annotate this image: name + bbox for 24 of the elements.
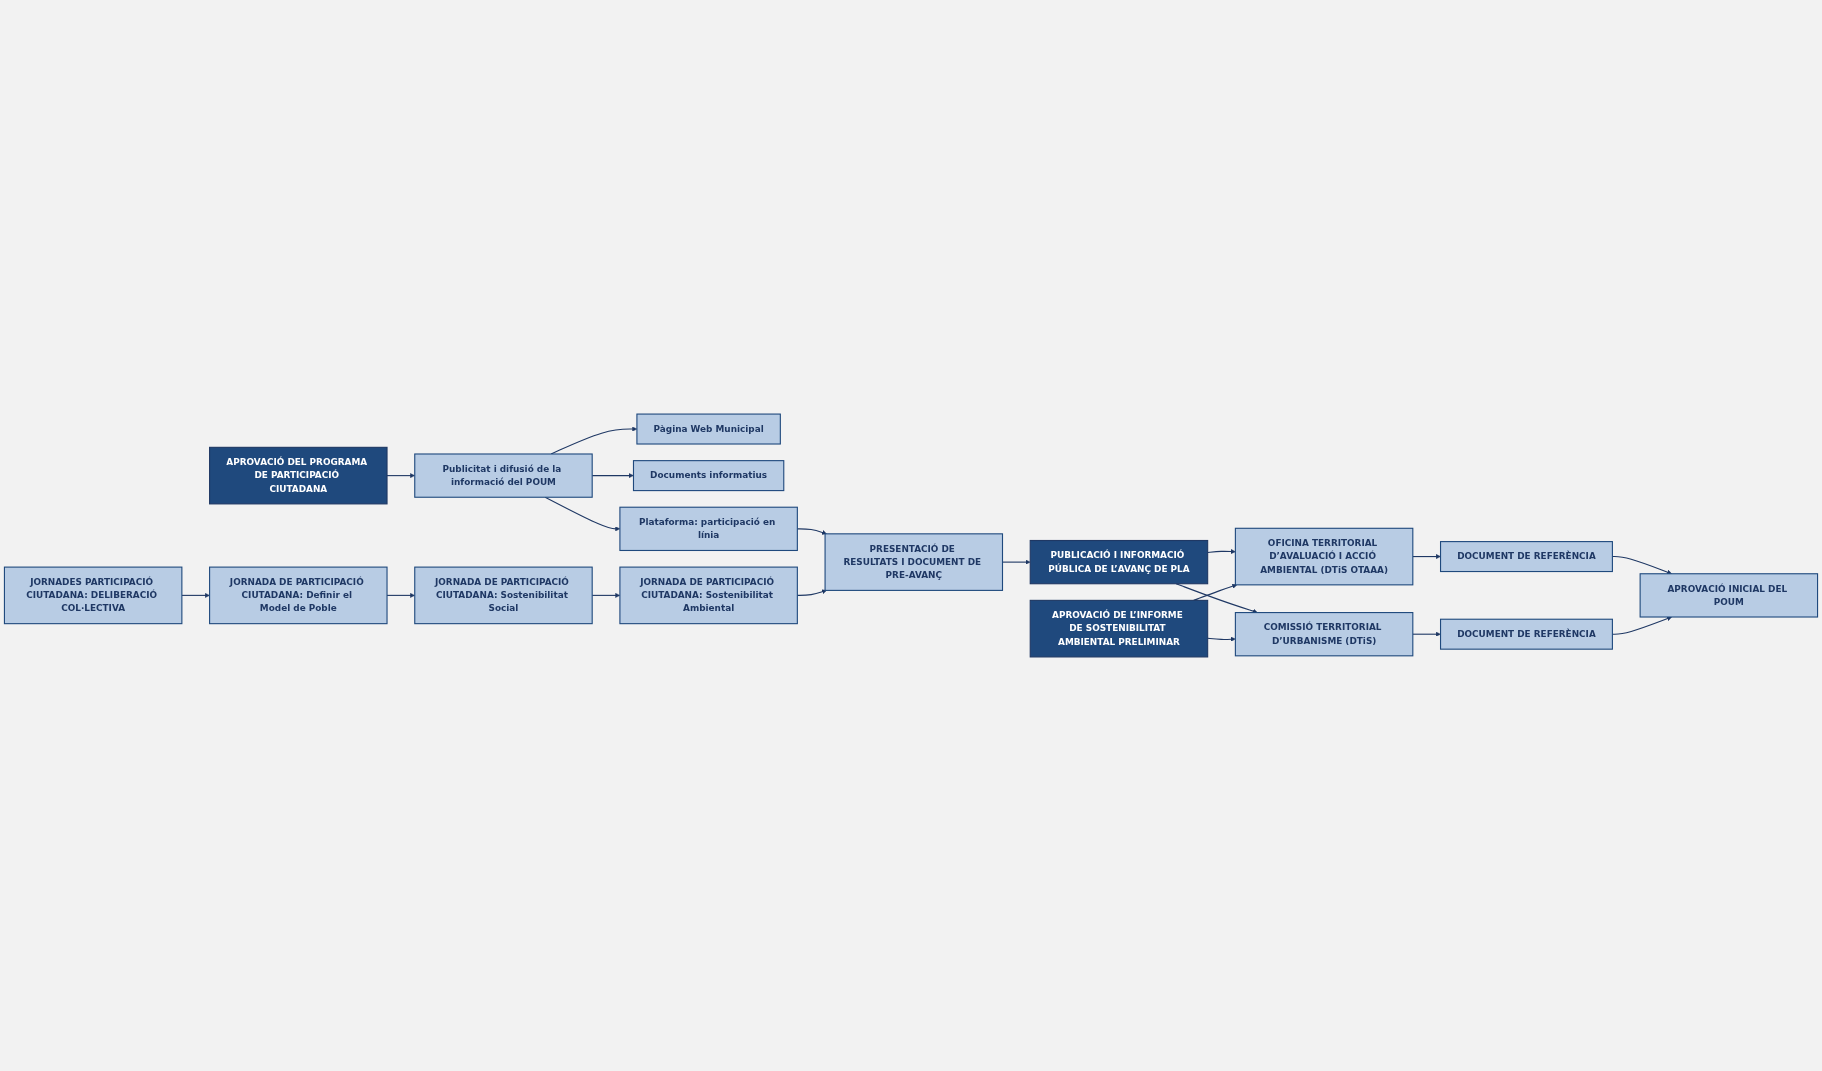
node-box: APROVACIÓ INICIAL DEL POUM: [1639, 573, 1819, 618]
node-box: Documents informatius: [632, 460, 785, 492]
node-box: COMISSIÓ TERRITORIAL D’URBANISME (DTiS): [1234, 612, 1414, 657]
node-box: JORNADA DE PARTICIPACIÓ CIUTADANA: Sostenibilitat Ambiental: [619, 566, 798, 625]
arrow: [181, 592, 210, 598]
node-box: JORNADA DE PARTICIPACIÓ CIUTADANA: Sostenibilitat Social: [414, 566, 593, 625]
node-box: JORNADA DE PARTICIPACIÓ CIUTADANA: Definir el Model de Poble: [209, 566, 388, 625]
node-box: OFICINA TERRITORIAL D’AVALUACIÓ I ACCIÓ AMBIENTAL (DTiS OTAAA): [1234, 527, 1414, 586]
arrow: [1175, 583, 1258, 614]
node-box: Pàgina Web Municipal: [636, 413, 781, 445]
arrow: [1412, 554, 1441, 559]
node-box: DOCUMENT DE REFERÈNCIA: [1440, 541, 1613, 573]
node-box: APROVACIÓ DE L’INFORME DE SOSTENIBILITAT AMBIENTAL PRELIMINAR: [1029, 599, 1209, 658]
node-box: DOCUMENT DE REFERÈNCIA: [1440, 618, 1613, 650]
arrow: [1207, 636, 1236, 642]
arrow: [1193, 583, 1238, 601]
node-box: PRESENTACIÓ DE RESULTATS I DOCUMENT DE PRE-AVANÇ: [824, 533, 1004, 591]
node-box: PUBLICACIÓ I INFORMACIÓ PÚBLICA DE L’AVANÇ DE PLA: [1029, 539, 1209, 585]
node-box: Plataforma: participació en línia: [619, 506, 798, 552]
node-box: Publicitat i difusió de la informació del POUM: [414, 453, 593, 498]
arrow: [1207, 549, 1236, 554]
node-box: JORNADES PARTICIPACIÓ CIUTADANA: DELIBERACIÓ COL·LECTIVA: [3, 566, 183, 625]
node-box: APROVACIÓ DEL PROGRAMA DE PARTICIPACIÓ CIUTADANA: [209, 446, 388, 505]
arrow: [1412, 631, 1441, 637]
